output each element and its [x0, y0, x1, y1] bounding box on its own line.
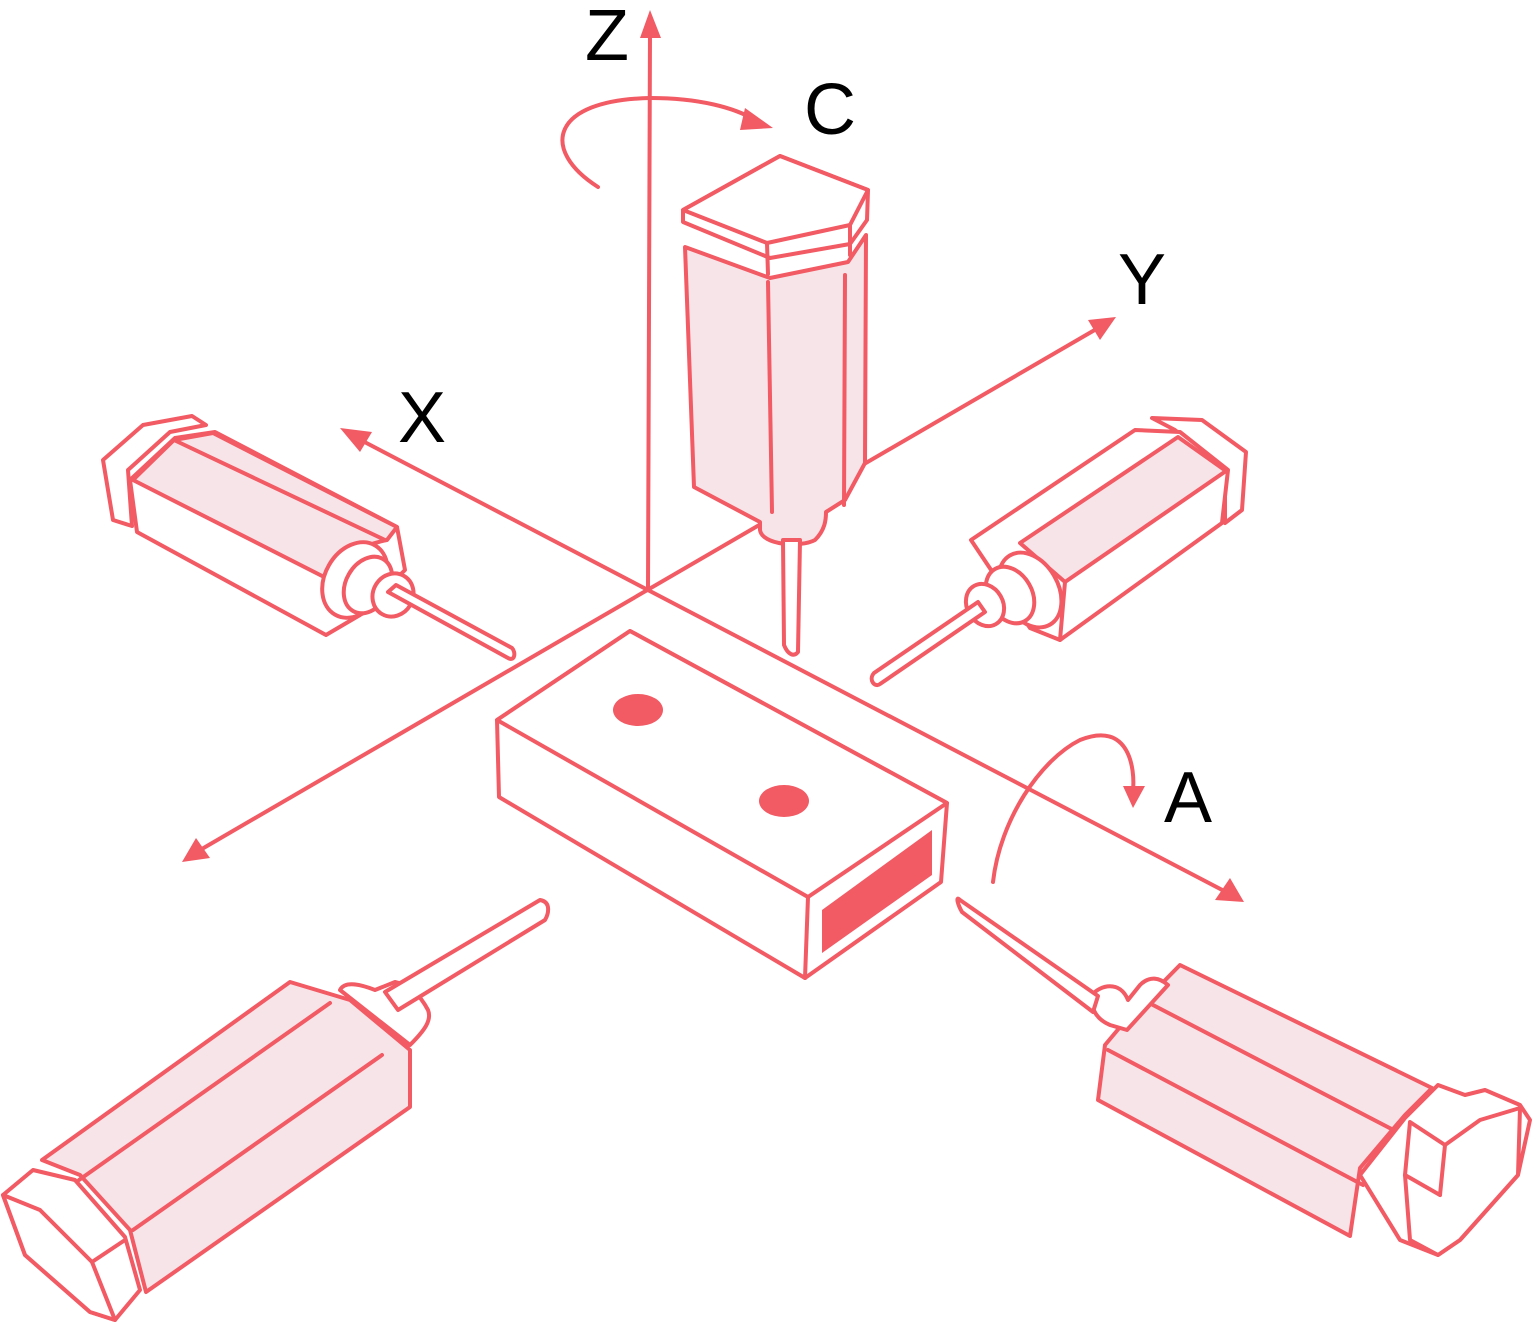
y-arrowhead-icon	[1088, 317, 1116, 340]
workpiece-hole-2	[759, 785, 809, 817]
spindle-lower-right	[955, 896, 1532, 1257]
workpiece-pocket	[822, 830, 932, 953]
workpiece-hole-1	[613, 694, 663, 726]
x-arrowhead-icon	[340, 428, 372, 452]
z-arrowhead-icon	[640, 10, 661, 38]
a-rotation-arrow	[991, 733, 1145, 884]
axis-lines	[182, 10, 1244, 902]
axis-label-z: Z	[585, 0, 629, 76]
y-neg-arrowhead-icon	[182, 838, 210, 862]
c-rotation-arrow	[560, 96, 773, 189]
axis-label-y: Y	[1118, 240, 1167, 320]
axis-label-c: C	[804, 70, 856, 150]
spindle-upper-right	[869, 416, 1248, 687]
spindle-lower-left	[1, 898, 551, 1322]
c-arrowhead-icon	[740, 108, 773, 130]
spindle-upper-left	[101, 414, 517, 661]
axis-label-x: X	[398, 378, 447, 458]
spindle-top	[681, 154, 870, 657]
workpiece-block	[495, 629, 949, 980]
axis-label-a: A	[1164, 758, 1213, 838]
a-arrowhead-icon	[1123, 786, 1145, 808]
x-neg-arrowhead-icon	[1215, 878, 1244, 902]
